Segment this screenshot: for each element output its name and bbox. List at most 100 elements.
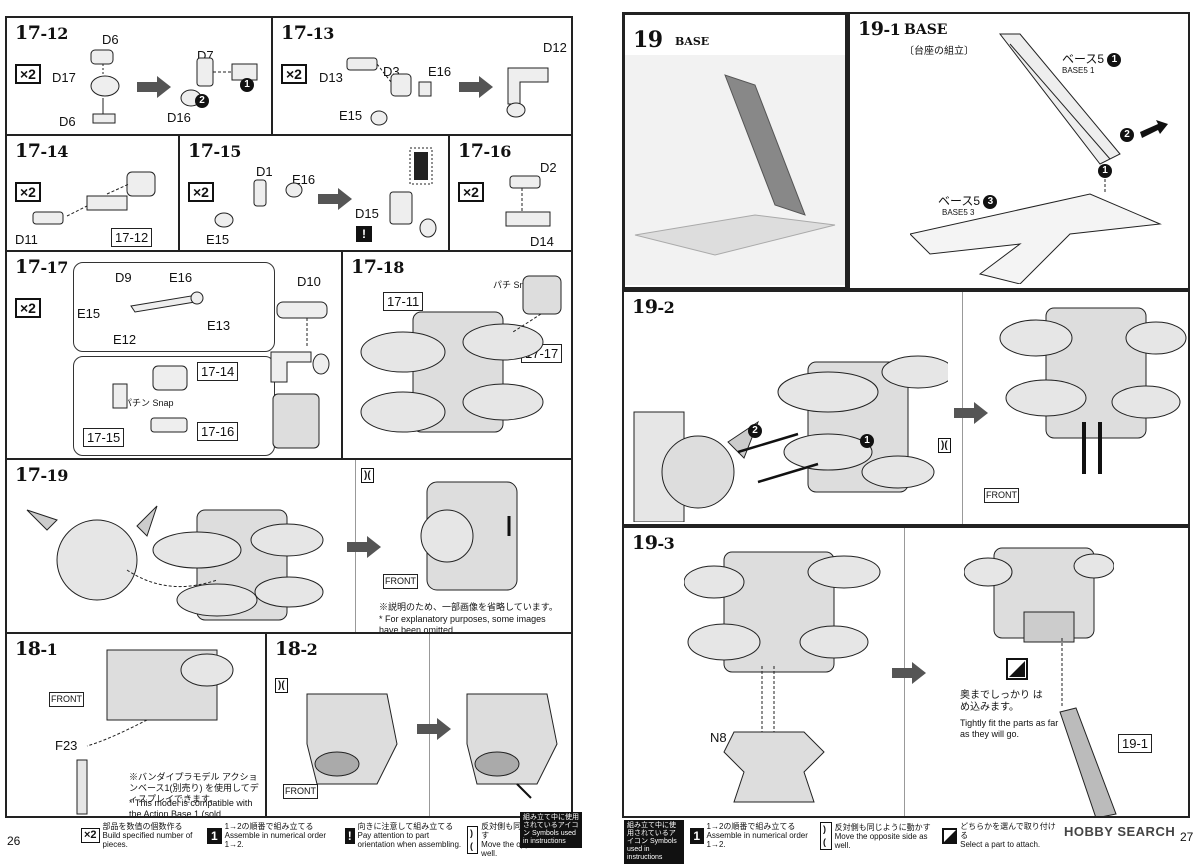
step-17-16: 17-16 ×2 D2 D14 [448, 134, 573, 252]
quantity-badge: ×2 [15, 298, 41, 318]
step-17-13: 17-13 ×2 D13 D3 E16 E15 D12 [271, 16, 573, 136]
step-number-icon: 1 [1098, 164, 1112, 178]
quantity-badge: ×2 [281, 64, 307, 84]
attention-icon: ! [345, 827, 355, 844]
backpack-drawing [360, 275, 562, 433]
assembly-drawing [684, 551, 881, 803]
part-label: D14 [530, 234, 554, 249]
part-drawing [214, 179, 303, 228]
mirror-icon: )( [275, 678, 288, 693]
reference-box: 17-16 [197, 422, 239, 441]
part-label: ベース5 1 [1062, 50, 1122, 67]
foot-drawing [306, 693, 398, 785]
reference-box: 17-12 [111, 228, 153, 247]
part-label: BASE5 3 [942, 208, 975, 217]
quantity-badge: ×2 [15, 182, 41, 202]
part-drawing [130, 291, 204, 313]
part-label: E15 [206, 232, 230, 247]
reference-box: 19-1 [1118, 734, 1153, 753]
part-label: D9 [115, 270, 132, 285]
arrow-right-icon [892, 662, 926, 684]
mirror-icon: )( [361, 468, 374, 483]
base-drawing [910, 33, 1162, 284]
step-subtitle: BASE [675, 35, 710, 48]
part-label: D6 [102, 32, 119, 47]
part-label: E13 [207, 318, 231, 333]
step-title: 17-19 [15, 464, 68, 486]
step-17-14: 17-14 ×2 D11 17-12 [5, 134, 180, 252]
part-label: N8 [710, 730, 727, 745]
step-title: 17-15 [188, 140, 241, 162]
part-label: D15 [355, 206, 379, 221]
attention-icon: ! [356, 226, 372, 242]
step-17-12: 17-12 ×2 D6 D17 D6 D7 D16 1 2 [5, 16, 273, 136]
step-18-2: 18-2 )( FRONT [265, 632, 573, 818]
part-label: D16 [167, 110, 191, 125]
foot-drawing [466, 693, 558, 799]
reference-box: 17-15 [83, 428, 125, 447]
part-label: D6 [59, 114, 76, 129]
step-title: 17-14 [15, 140, 68, 162]
select-part-icon [942, 827, 958, 844]
arrow-right-icon [954, 402, 988, 424]
base-arm-drawing [1059, 638, 1117, 816]
part-drawing [346, 57, 432, 126]
step-19: 19 BASE [622, 12, 848, 290]
step-title: 19-3 [632, 532, 675, 554]
assembly-drawing [633, 355, 948, 522]
part-drawing [112, 365, 188, 433]
part-label: E16 [169, 270, 193, 285]
part-label: E15 [77, 306, 101, 321]
legend-title: 組み立て中に使用されているアイコン Symbols used in instru… [520, 812, 582, 848]
part-drawing [389, 147, 437, 238]
step-title: 17-12 [15, 22, 68, 44]
mirror-icon: )( [467, 826, 479, 854]
part-label: D10 [297, 274, 321, 289]
base-photo [625, 55, 845, 285]
note-en: Tightly fit the parts as far as they wil… [960, 718, 1059, 739]
part-label: D1 [256, 164, 273, 179]
part-label: D13 [319, 70, 343, 85]
step-title: 17-13 [281, 22, 334, 44]
step-title: 17-17 [15, 256, 68, 278]
note-en: * For explanatory purposes, some images … [379, 614, 546, 634]
part-label: E16 [428, 64, 452, 79]
part-label: E12 [113, 332, 137, 347]
note-jp: 奥までしっかり はめ込みます。 [960, 690, 1043, 713]
part-label: D12 [543, 40, 567, 55]
front-label: FRONT [984, 488, 1019, 503]
part-label: BASE5 1 [1062, 66, 1095, 75]
step-title: 19-2 [632, 296, 675, 318]
assembly-drawing [420, 481, 518, 591]
quantity-badge: ×2 [458, 182, 484, 202]
front-label: FRONT [383, 574, 418, 589]
arrow-right-icon [417, 718, 451, 740]
step-19-1: 19-1 BASE 〔台座の組立〕 ベース5 1 BASE5 1 ベース5 3 … [848, 12, 1190, 290]
note-jp: ※説明のため、一部画像を省略しています。 [379, 602, 558, 612]
note-en: * This model is compatible with the Acti… [129, 798, 253, 818]
step-17-15: 17-15 ×2 D1 E16 E15 D15 ! [178, 134, 450, 252]
part-drawing [270, 301, 330, 449]
quantity-icon: ×2 [81, 828, 100, 843]
front-label: FRONT [283, 784, 318, 799]
step-number-icon: 2 [1120, 128, 1134, 142]
step-19-3: 19-3 N8 奥までしっかり はめ込みます。 Tightly fit the … [622, 526, 1190, 818]
reference-box: 17-14 [197, 362, 239, 381]
page-number: 27 [1180, 830, 1194, 844]
part-drawing [505, 175, 551, 227]
note-jp: ※バンダイプラモデル アクションベース1(別売り) を使用してディスプレイできま… [129, 772, 259, 804]
step-number-icon: 1 [860, 434, 874, 448]
legend-title: 組み立て中に使用されているアイコン Symbols used in instru… [624, 820, 684, 864]
step-18-1: 18-1 FRONT F23 ※バンダイプラモデル アクションベース1(別売り)… [5, 632, 267, 818]
arrow-right-icon [137, 76, 171, 98]
snap-label: パチ Snap [493, 280, 535, 290]
step-19-2: 19-2 2 1 )( FRONT [622, 290, 1190, 526]
arrow-right-icon [318, 188, 352, 210]
part-drawing [32, 171, 156, 225]
arrow-right-icon [459, 76, 493, 98]
part-label: F23 [55, 738, 78, 753]
right-page: 19 BASE 19-1 BASE 〔台座の組立〕 ベース5 1 BASE5 1… [620, 8, 1194, 864]
